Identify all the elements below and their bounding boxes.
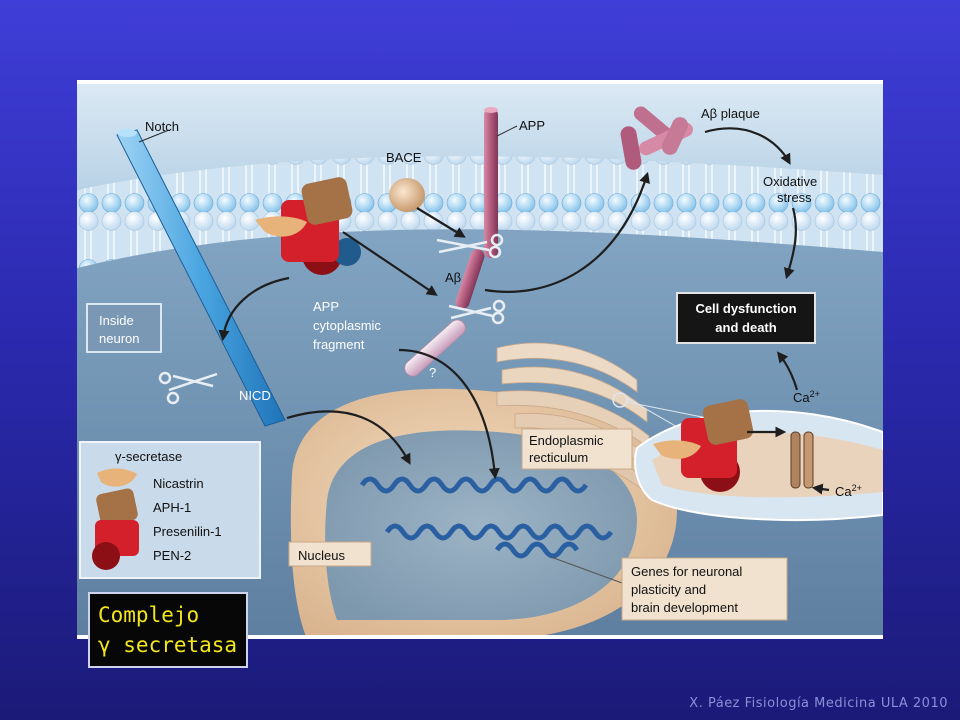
- nucleus-label-box: [288, 541, 372, 567]
- arrow-nicd-to-nucleus: [286, 410, 411, 465]
- app-frag-label-2: cytoplasmic: [313, 318, 381, 333]
- dna-strand: [384, 523, 614, 541]
- bace-enzyme: [389, 178, 425, 212]
- er-inset: [634, 409, 883, 521]
- genes-label-1: Genes for neuronal: [631, 564, 742, 579]
- abeta-peptide: [455, 249, 485, 309]
- slide-credit: X. Páez Fisiología Medicina ULA 2010: [689, 696, 948, 711]
- nicastrin-icon: [97, 468, 137, 487]
- cell-dysfunction-label-2: and death: [715, 320, 776, 335]
- oxidative-label: Oxidative: [763, 174, 817, 189]
- scissors-icon: [436, 233, 504, 259]
- app-protein: [484, 107, 498, 258]
- legend-title: γ-secretase: [115, 449, 182, 464]
- cell-dysfunction-box: [676, 292, 816, 344]
- notch-receptor: [116, 129, 286, 427]
- genes-label-2: plasticity and: [631, 582, 706, 597]
- dna-strand: [494, 541, 580, 559]
- arrow-abeta-to-plaque: [484, 171, 650, 293]
- legend-item-nicastrin: Nicastrin: [153, 476, 204, 491]
- app-label: APP: [519, 118, 545, 133]
- scissors-icon: [158, 371, 218, 405]
- ca-bottom-label: Ca2+: [835, 483, 862, 499]
- abeta-plaque: [620, 106, 693, 170]
- bace-label: BACE: [386, 150, 422, 165]
- gamma-secretase-complex-er: [653, 399, 754, 492]
- legend-item-aph1: APH-1: [153, 500, 191, 515]
- scissors-icon: [448, 299, 506, 325]
- calcium-channel: [790, 431, 814, 489]
- legend-panel: γ-secretase Nicastrin APH-1 Presenilin-1…: [79, 441, 261, 579]
- inside-label-2: neuron: [99, 331, 139, 346]
- arrow-fragment-to-nucleus: [398, 348, 500, 480]
- ca-top-label: Ca2+: [793, 389, 820, 405]
- arrow-plaque-to-oxidative: [704, 127, 791, 165]
- arrow-complex-to-abeta: [342, 231, 438, 296]
- legend-item-pen2: PEN-2: [153, 548, 191, 563]
- legend-item-presenilin: Presenilin-1: [153, 524, 222, 539]
- notch-label: Notch: [145, 119, 179, 134]
- gamma-secretase-complex: [255, 177, 361, 275]
- app-frag-label-1: APP: [313, 299, 339, 314]
- arrow-channel-to-ca: [811, 483, 830, 495]
- er-label-2: recticulum: [529, 450, 588, 465]
- dna-strand: [359, 476, 589, 494]
- genes-label-box: [621, 557, 788, 621]
- caption-line-1: Complejo: [98, 603, 200, 627]
- arrow-oxidative-to-dysfunction: [784, 207, 797, 280]
- pen2-icon: [92, 542, 120, 570]
- app-frag-label-3: fragment: [313, 337, 365, 352]
- abeta-label: Aβ: [445, 270, 461, 285]
- cell-dysfunction-label-1: Cell dysfunction: [695, 301, 796, 316]
- stress-label: stress: [777, 190, 812, 205]
- nucleus-label: Nucleus: [298, 548, 345, 563]
- er-label-1: Endoplasmic: [529, 433, 604, 448]
- abeta-plaque-label: Aβ plaque: [701, 106, 760, 121]
- cell-membrane: [77, 156, 883, 268]
- question-label: ?: [429, 365, 436, 380]
- aph1-icon: [96, 488, 138, 526]
- caption-line-2: γ secretasa: [98, 633, 238, 657]
- caption-box: Complejo γ secretasa: [88, 592, 248, 668]
- inside-neuron-box: [86, 303, 162, 353]
- genes-label-3: brain development: [631, 600, 738, 615]
- app-cytoplasmic-fragment: [404, 319, 466, 377]
- arrow-ca-to-dysfunction: [776, 351, 799, 391]
- inside-label-1: Inside: [99, 313, 134, 328]
- er-label-box: [521, 428, 633, 470]
- nicd-label: NICD: [239, 388, 271, 403]
- gamma-secretase-diagram: Notch APP BACE Aβ plaque Oxidative stres…: [77, 80, 883, 639]
- arrow-complex-to-notch: [218, 276, 290, 342]
- arrow-bace-to-app: [416, 207, 466, 238]
